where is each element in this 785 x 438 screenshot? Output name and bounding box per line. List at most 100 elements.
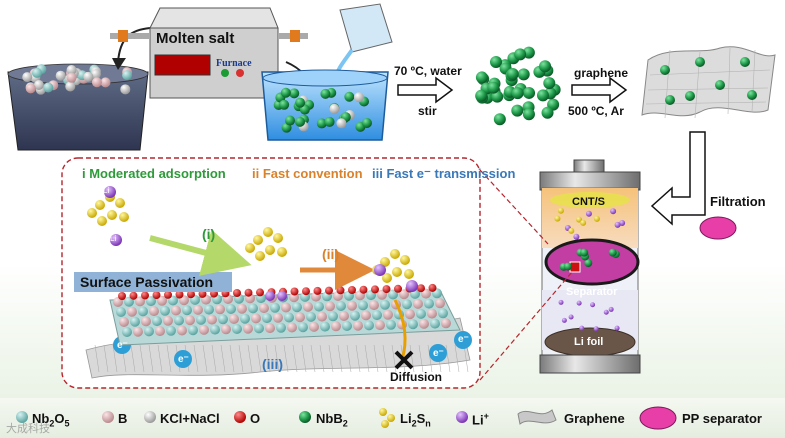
nbb2-particle [522,108,535,121]
slab-atom [141,316,151,327]
legend-li2sn: Li2Sn [400,411,431,429]
nbb2-particle [329,103,340,114]
surface-oxygen-atom [256,288,264,297]
slab-atom [430,318,440,329]
graphene-lattice-line [391,344,397,373]
sulfur-atom [400,255,410,265]
slab-atom [116,307,126,317]
slab-atom [166,325,176,336]
slab-atom [215,304,225,315]
graphene-lattice-line [112,344,118,373]
surface-oxygen-atom [382,285,391,294]
slab-atom [248,303,258,314]
sulfur-atom [245,243,255,253]
nbb2-particle [715,80,725,90]
sulfur-atom [95,200,105,210]
electron-marker [174,350,192,368]
li-label-bottom: Li [110,234,117,243]
lithium-atom [374,264,386,276]
nbb2-particle [487,81,500,94]
slab-atom [210,324,220,335]
slab-atom [306,311,316,322]
graphene-lattice-line [346,344,352,373]
graphene-lattice-line [148,344,154,373]
legend-boron: B [118,411,128,426]
graphene-lattice-line [373,344,379,373]
filtration-label: Filtration [710,194,766,209]
nbb2-particle [511,87,524,100]
slab-atom [358,300,368,311]
sulfur-atom [255,251,265,261]
surface-oxygen-atom [428,283,437,292]
graphene-lattice-line [193,344,199,373]
legend-li-plus: Li+ [472,411,489,428]
li-ion [576,300,582,306]
nbb2-particle [320,88,331,99]
precursor-particle [91,77,102,88]
cell-species [610,208,617,215]
graphene-lattice-line [319,344,325,373]
surface-oxygen-atom [244,288,253,297]
graphene-lattice-line [157,344,163,373]
electron-label-3: e⁻ [433,348,444,359]
slab-atom [361,310,371,321]
slab-atom [336,301,346,311]
graphene-lattice-line [382,344,388,373]
slab-atom [295,312,305,323]
surface-passivation-label: Surface Passivation [80,274,214,290]
slab-atom [441,318,451,329]
nbb2-particle [285,115,296,126]
diffusion-label: Diffusion [390,370,442,384]
slab-atom [171,305,181,316]
surface-oxygen-atom [313,286,322,295]
slab-atom [413,298,423,309]
nbb2-particle [336,118,347,129]
furnace-label: Furnace [216,58,252,69]
nbb2-particle [695,57,705,67]
filtration-arrow [650,131,706,226]
graphene-lattice-line [247,344,253,373]
slab-atom [232,324,242,334]
slab-atom [383,309,393,320]
electron-label-4: e⁻ [458,334,469,345]
slab-atom [320,321,330,332]
slab-atom [369,300,379,311]
slab-atom [399,289,409,300]
surface-oxygen-atom [233,289,241,297]
graphene-lattice-line [139,344,145,373]
slab-atom [119,317,129,327]
graphene-lattice-line [229,344,235,373]
slab-atom [218,314,228,325]
li-ion [568,314,574,320]
precursor-particle [66,72,77,83]
slab-atom [199,324,209,335]
sulfur-atom [265,245,275,255]
slab-atom [188,325,198,336]
slab-atom [347,300,357,311]
surface-oxygen-atom [164,290,172,299]
slab-atom [135,296,145,307]
arrow-step2 [571,76,628,104]
slab-atom [331,321,341,332]
lithium-atom [265,291,275,301]
slab-atom [185,315,195,326]
cell-species [619,220,626,227]
sulfur-atom [263,227,273,237]
nbb2-particle [584,259,593,268]
li-label-top: Li [103,186,110,195]
graphene-lattice-line [238,344,244,373]
step1-top: 70 ºC, water [394,64,462,78]
slab-atom [325,301,335,312]
slab-atom [416,308,426,319]
slab-atom [207,314,217,325]
nbb2-particle [316,118,327,129]
nbb2-particle [543,77,556,90]
slab-atom [298,322,308,333]
graphene-lattice-line [418,344,424,373]
graphene-lattice-line [409,344,415,373]
label-i: (i) [202,226,216,242]
precursor-particle [43,82,54,93]
slab-atom [292,302,302,313]
slab-atom [144,326,154,337]
